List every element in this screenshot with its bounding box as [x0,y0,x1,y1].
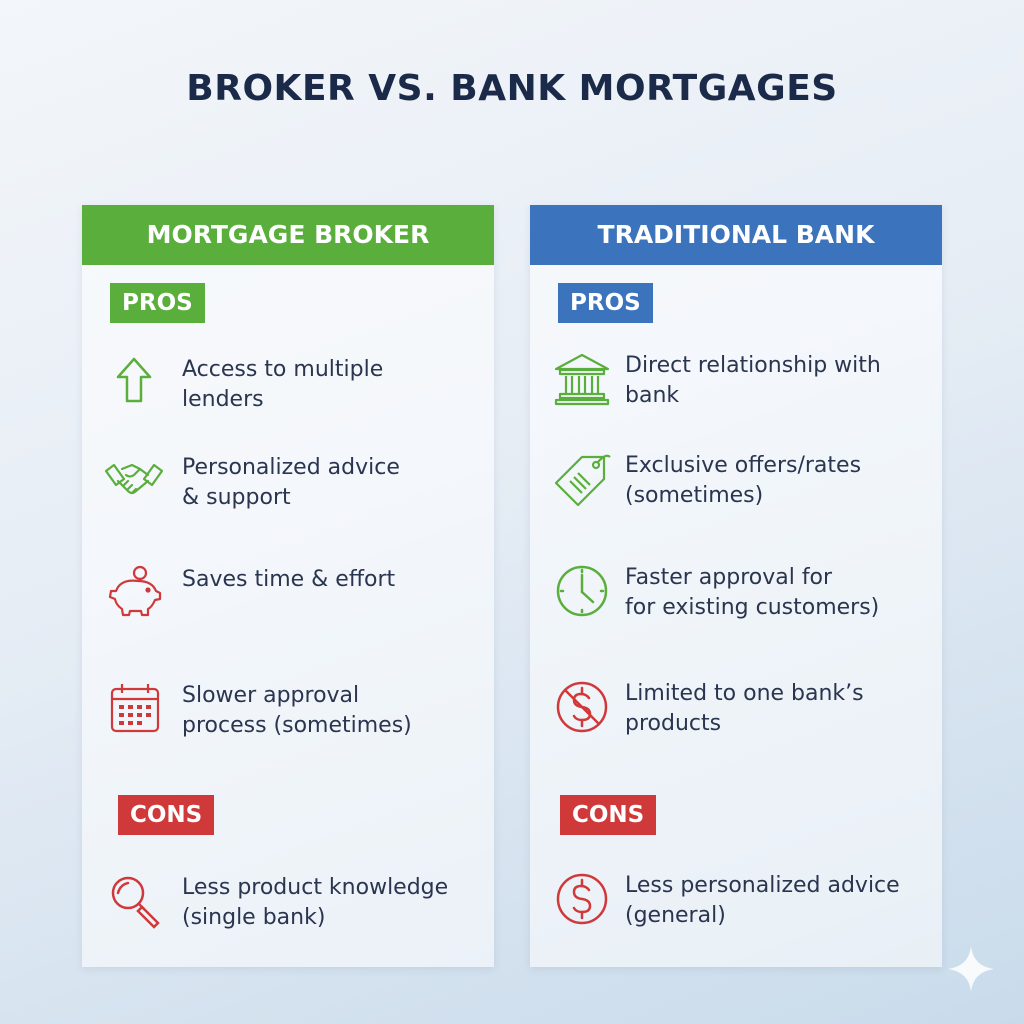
sparkle-icon [948,946,994,992]
broker-pros-badge: PROS [110,283,205,323]
bank-header: TRADITIONAL BANK [530,205,942,265]
clock-icon [552,561,612,621]
bank-item-exclusive-offers: Exclusive offers/rates(sometimes) [530,449,942,519]
broker-item-personalized-advice: Personalized advice& support [82,451,494,521]
item-label: Less personalized advice(general) [625,873,900,928]
item-label: Exclusive offers/rates(sometimes) [625,453,862,508]
magnifier-icon [104,871,164,931]
bank-cons-badge: CONS [560,795,657,835]
arrow-up-icon [104,353,164,413]
item-label: Personalized advice& support [182,455,400,510]
bank-item-less-personalized: Less personalized advice(general) [530,869,942,939]
broker-header: MORTGAGE BROKER [82,205,494,265]
no-dollar-icon [552,677,612,737]
broker-item-less-knowledge: Less product knowledge(single bank) [82,871,494,941]
bank-pros-badge: PROS [558,283,653,323]
handshake-icon [104,451,164,511]
broker-cons-badge: CONS [118,795,215,835]
item-label: Less product knowledge(single bank) [182,875,449,930]
piggy-bank-icon [104,563,164,623]
price-tag-icon [552,449,612,509]
bank-card: TRADITIONAL BANK PROS Direct relationshi… [530,205,942,967]
broker-item-saves-time: Saves time & effort [82,563,494,633]
dollar-circle-icon [552,869,612,929]
bank-building-icon [552,349,612,409]
item-label: Saves time & effort [182,567,396,592]
calendar-icon [104,679,164,739]
page-title: BROKER VS. BANK MORTGAGES [186,68,838,109]
